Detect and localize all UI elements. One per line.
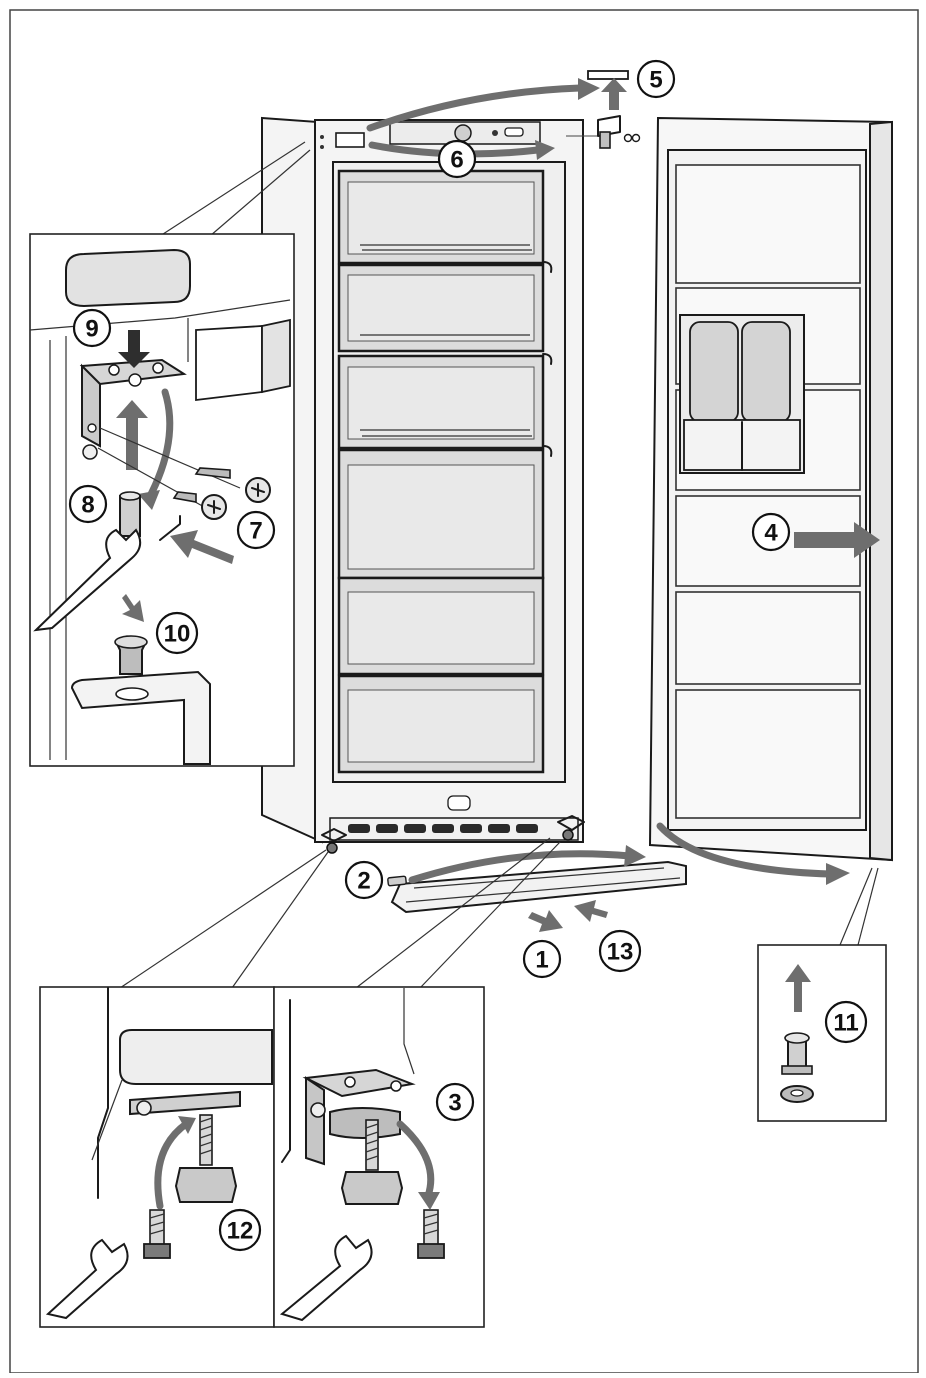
step-badge-8: 8 (68, 484, 108, 524)
svg-text:9: 9 (85, 316, 98, 343)
svg-text:6: 6 (450, 147, 463, 174)
pin-refit-up-arrow (785, 964, 811, 1012)
svg-text:4: 4 (764, 520, 778, 547)
step-badge-4: 4 (751, 512, 791, 552)
svg-text:12: 12 (227, 1218, 254, 1245)
step-badge-10: 10 (155, 611, 199, 655)
wrench-bottom-left (45, 1238, 129, 1320)
drawer-stack (337, 169, 553, 774)
wrench-bottom-right (279, 1234, 373, 1322)
hinge-cap (65, 248, 191, 308)
base-plinth (387, 860, 687, 914)
drawer-1 (337, 169, 545, 265)
svg-text:5: 5 (649, 67, 662, 94)
cap-down-arrow (118, 330, 150, 368)
hinge-cover-cap (587, 70, 629, 80)
bushing-down-arrow (122, 594, 144, 622)
hinge-up-arrow (601, 78, 627, 110)
drawer-3 (337, 354, 545, 450)
step-badge-1: 1 (522, 939, 562, 979)
top-hinge (587, 70, 641, 149)
screw-a (194, 467, 271, 503)
step-badge-2: 2 (344, 860, 384, 900)
svg-text:3: 3 (448, 1090, 461, 1117)
detail-bottom-hinge-right (273, 986, 485, 1328)
wrench-top-detail (33, 528, 142, 632)
svg-text:1: 1 (535, 947, 548, 974)
drawer-4 (337, 448, 545, 580)
pin-up-arrow (116, 400, 148, 470)
step-badge-11: 11 (824, 1000, 868, 1044)
screw-b (172, 491, 227, 520)
plinth-transfer-arrow (408, 850, 634, 884)
step-badge-6: 6 (437, 139, 477, 179)
svg-text:10: 10 (164, 621, 191, 648)
detail-bottom-hinge-left (39, 986, 275, 1328)
svg-text:13: 13 (607, 939, 634, 966)
step-badge-13: 13 (598, 929, 642, 973)
plinth-remove-arrow (528, 910, 563, 932)
svg-text:7: 7 (249, 518, 262, 545)
svg-text:8: 8 (81, 492, 94, 519)
detail-hinge-pin (757, 944, 887, 1122)
svg-text:2: 2 (357, 868, 370, 895)
drawer-5 (337, 576, 545, 676)
plinth-refit-arrow (574, 900, 608, 922)
door-pull-arrow (794, 522, 880, 558)
hinge-transfer-arrow-top (366, 84, 584, 132)
insert-arrow (170, 530, 234, 564)
step-badge-5: 5 (636, 59, 676, 99)
step-badge-3: 3 (435, 1082, 475, 1122)
step-badge-12: 12 (218, 1208, 262, 1252)
drawer-6 (337, 674, 545, 774)
step-badge-7: 7 (236, 510, 276, 550)
door-swing-arrow (656, 822, 834, 878)
svg-text:11: 11 (833, 1010, 858, 1037)
freezer-door (648, 116, 893, 862)
step-badge-9: 9 (72, 308, 112, 348)
drawer-2 (337, 263, 545, 353)
